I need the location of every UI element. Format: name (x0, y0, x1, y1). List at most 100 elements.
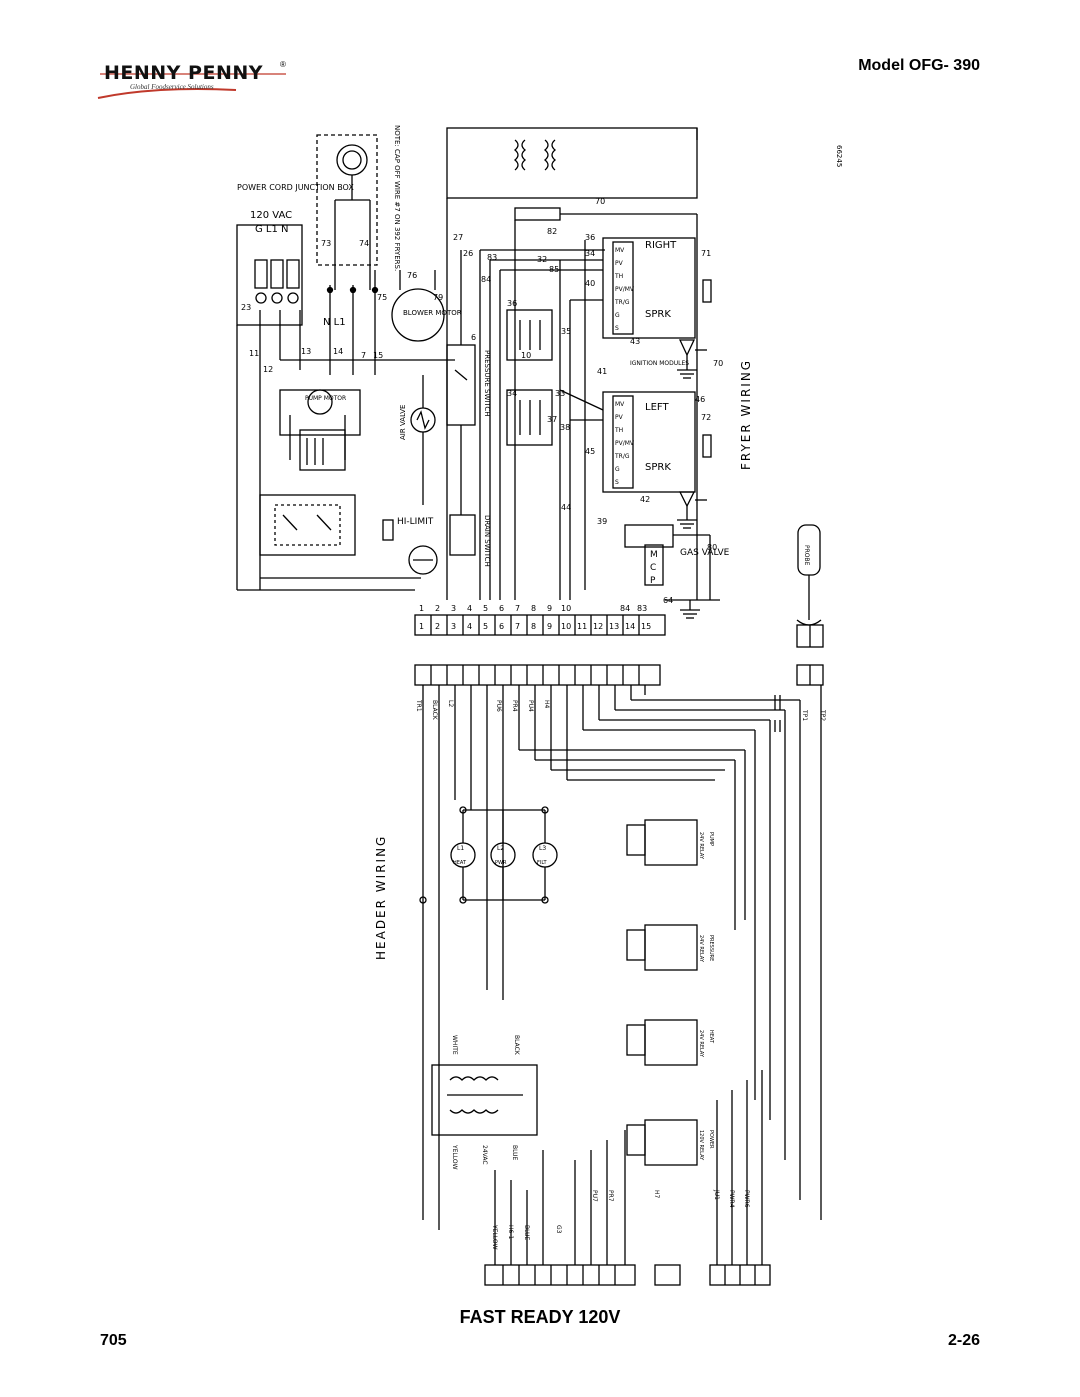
wire-num-38: 38 (560, 423, 570, 432)
left-module-label: LEFT (645, 402, 669, 413)
wire-6: 6 (499, 604, 504, 613)
page-number: 2-26 (947, 1332, 980, 1349)
wire-7: 7 (515, 604, 520, 613)
pin-pvmv-l: PV/MV (615, 440, 635, 447)
lamp-l2: L2 (497, 845, 504, 852)
wire-num-32: 32 (537, 255, 547, 264)
wire-num-37: 37 (547, 415, 557, 424)
gas-pin-c: C (650, 563, 656, 573)
logo-name: HENNY PENNY (104, 62, 264, 84)
hdr-tp2: TP2 (819, 709, 826, 721)
hdr-tp1: TP1 (801, 709, 808, 721)
terminal-4: 4 (467, 622, 472, 631)
wire-num-7: 7 (361, 351, 366, 360)
right-module-label: RIGHT (645, 240, 677, 251)
wire-num-70b: 70 (713, 359, 723, 368)
terminal-11: 11 (577, 622, 587, 631)
diagram-title: FAST READY 120V (459, 1307, 621, 1327)
terminal-6: 6 (499, 622, 504, 631)
pin-pvmv-r: PV/MV (615, 286, 635, 293)
pin-trg-l: TR/G (614, 453, 630, 460)
wire-num-70: 70 (595, 197, 605, 206)
hdr-black: BLACK (431, 700, 438, 721)
wire-num-43: 43 (630, 337, 640, 346)
lamp-l1: L1 (457, 845, 464, 852)
wire-84: 84 (620, 604, 630, 613)
bottom-pwr4: PWR4 (728, 1190, 735, 1208)
power-cord-label: POWER CORD JUNCTION BOX (237, 183, 354, 192)
wire-num-11: 11 (249, 349, 259, 358)
pin-th-r: TH (614, 273, 623, 280)
wire-num-15: 15 (373, 351, 383, 360)
wire-num-13: 13 (301, 347, 311, 356)
pin-pv-l: PV (615, 414, 624, 421)
xfmr-24vac: 24VAC (481, 1145, 488, 1165)
wire-8: 8 (531, 604, 536, 613)
wire-4: 4 (467, 604, 472, 613)
pin-mv-r: MV (615, 247, 625, 254)
wire-3: 3 (451, 604, 456, 613)
terminal-8: 8 (531, 622, 536, 631)
wire-num-27: 27 (453, 233, 463, 242)
note-label: NOTE: CAP OFF WIRE #7 ON 392 FRYERS. (393, 125, 401, 271)
pin-th-l: TH (614, 427, 623, 434)
wire-num-80: 80 (707, 543, 717, 552)
wire-num-42: 42 (640, 495, 650, 504)
wire-num-74: 74 (359, 239, 369, 248)
pin-g-l: G (615, 466, 620, 473)
gas-pin-m: M (650, 550, 658, 560)
blower-label: BLOWER MOTOR (403, 309, 462, 317)
henny-penny-logo: HENNY PENNY ® Global Foodservice Solutio… (96, 60, 326, 104)
bottom-blue: BLUE (523, 1225, 530, 1241)
lamp-l3: L3 (539, 845, 546, 852)
wire-num-40: 40 (585, 279, 595, 288)
relay-heat: HEAT (708, 1030, 714, 1044)
wire-num-83: 83 (487, 253, 497, 262)
terminal-9: 9 (547, 622, 552, 631)
wire-num-64: 64 (663, 596, 673, 605)
pin-pv-r: PV (615, 260, 624, 267)
model-title: Model OFG- 390 (858, 57, 980, 74)
wire-5: 5 (483, 604, 488, 613)
wire-num-45: 45 (585, 447, 595, 456)
wire-num-82: 82 (547, 227, 557, 236)
sprk-right-label: SPRK (645, 309, 671, 320)
gl1n-label: G L1 N (255, 224, 289, 235)
terminal-7: 7 (515, 622, 520, 631)
logo-tagline: Global Foodservice Solutions (130, 83, 214, 91)
bottom-g3: G3 (555, 1225, 562, 1234)
terminal-14: 14 (625, 622, 635, 631)
pin-s-l: S (615, 479, 619, 486)
bottom-pu7: PU7 (591, 1190, 598, 1202)
bottom-h61: H6-1 (507, 1225, 514, 1239)
wire-2: 2 (435, 604, 440, 613)
wire-num-26: 26 (463, 249, 473, 258)
gas-pin-p: P (650, 576, 656, 586)
ignition-label: IGNITION MODULES (630, 360, 689, 367)
wire-10: 10 (561, 604, 571, 613)
xfmr-blue: BLUE (511, 1145, 518, 1161)
wire-num-23: 23 (241, 303, 251, 312)
wire-num-46: 46 (695, 395, 705, 404)
hdr-pu6: PU6 (495, 700, 502, 712)
pump-label: PUMP MOTOR (305, 395, 346, 402)
terminal-1: 1 (419, 622, 424, 631)
wire-9: 9 (547, 604, 552, 613)
wire-num-75: 75 (377, 293, 387, 302)
wire-num-35: 35 (561, 327, 571, 336)
wire-num-44: 44 (561, 503, 571, 512)
terminal-5: 5 (483, 622, 488, 631)
lamp-heat: HEAT (453, 860, 467, 866)
xfmr-yellow: YELLOW (451, 1144, 458, 1170)
relay-pump: PUMP (708, 832, 714, 846)
wire-num-6: 6 (471, 333, 476, 342)
terminal-13: 13 (609, 622, 619, 631)
hdr-l2: L2 (447, 700, 454, 707)
relay-power: POWER (708, 1130, 714, 1149)
terminal-15: 15 (641, 622, 651, 631)
registered-mark: ® (280, 60, 286, 69)
wire-1: 1 (419, 604, 424, 613)
logo-swoosh-icon (97, 73, 286, 99)
hdr-pr4: PR4 (511, 700, 518, 712)
lamp-filt: FILT (537, 860, 547, 866)
